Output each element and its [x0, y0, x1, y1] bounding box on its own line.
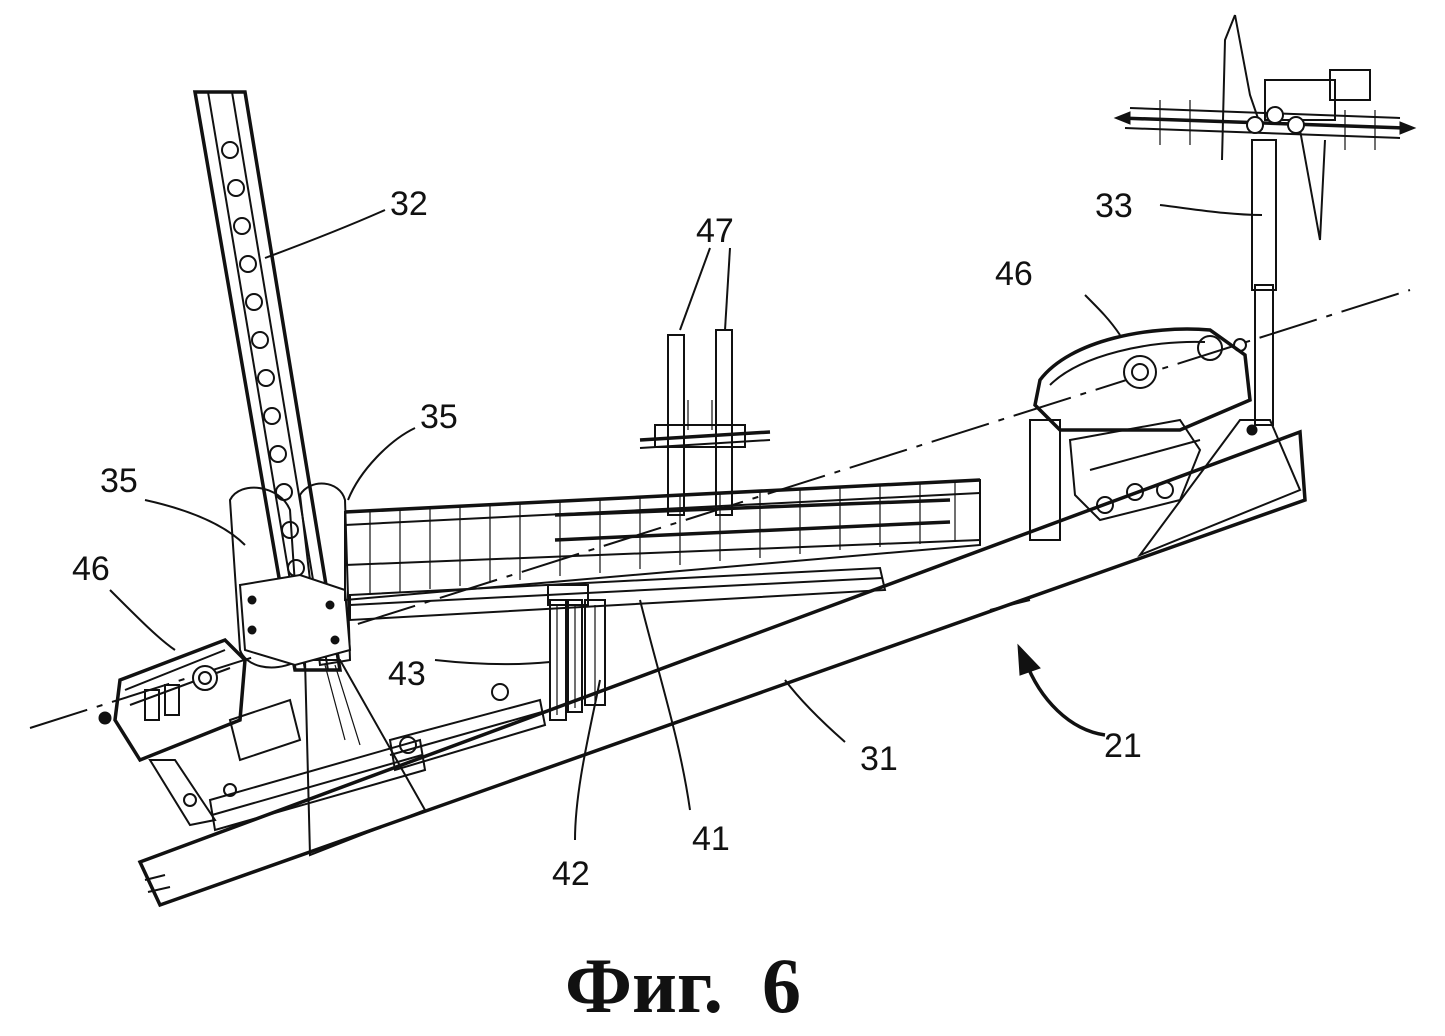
label-46-left: 46 [72, 550, 110, 588]
support-posts-42-43 [549, 599, 606, 721]
label-43: 43 [388, 655, 426, 693]
label-35-left: 35 [100, 462, 138, 500]
mast-clamp-35 [228, 482, 352, 669]
upper-tray-frame [344, 478, 981, 602]
posts-47 [639, 329, 771, 516]
cutting-head-46-right [1029, 327, 1252, 541]
label-42: 42 [552, 855, 590, 893]
label-32: 32 [390, 185, 428, 223]
mast-32 [192, 90, 343, 672]
label-33: 33 [1095, 187, 1133, 225]
label-21: 21 [1104, 727, 1142, 765]
cutting-head-46-left [98, 637, 302, 827]
label-41: 41 [692, 820, 730, 858]
arrow-21 [1017, 643, 1106, 737]
label-46-right: 46 [995, 255, 1033, 293]
right-support-bracket [1137, 419, 1302, 558]
label-35-upper: 35 [420, 398, 458, 436]
label-31: 31 [860, 740, 898, 778]
lower-cylinders [208, 683, 547, 832]
leader-lines [109, 204, 1263, 841]
reference-labels: 32 47 33 46 35 35 46 43 31 21 41 42 [72, 185, 1142, 893]
figure-caption: Фиг. 6 [565, 942, 801, 1029]
label-47: 47 [696, 212, 734, 250]
main-frame-31 [137, 429, 1307, 908]
tower-33 [1113, 14, 1417, 426]
